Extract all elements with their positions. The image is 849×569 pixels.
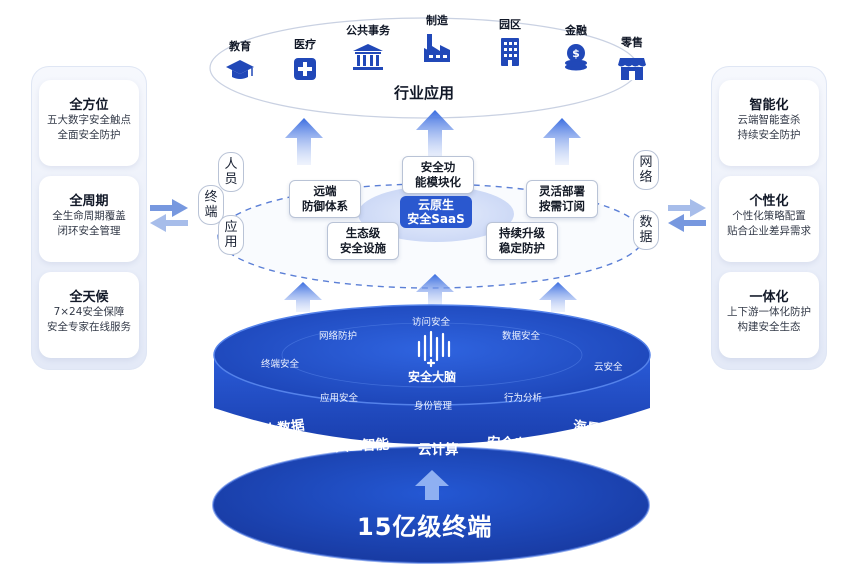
brain-node-terminal: 终端安全 — [261, 359, 300, 370]
brain-node-network: 网络防护 — [319, 331, 358, 342]
graduation-cap-icon — [226, 60, 254, 79]
feature-flexible-deploy: 灵活部署按需订阅 — [526, 180, 598, 218]
shop-icon — [618, 58, 646, 80]
cloud-native-label: 云原生 安全SaaS — [400, 196, 472, 228]
government-building-icon — [353, 44, 383, 70]
touchpoint-application: 应用 — [218, 215, 244, 255]
office-building-icon — [501, 38, 519, 66]
svg-text:$: $ — [572, 47, 580, 60]
drum-ai: 人工智能 — [334, 436, 390, 456]
left-card-comprehensive: 全方位 五大数字安全触点 全面安全防护 — [39, 80, 139, 166]
industry-finance: 金融 $ — [544, 22, 608, 72]
right-card-intelligent: 智能化 云端智能查杀 持续安全防护 — [719, 80, 819, 166]
feature-remote-defense: 远端防御体系 — [289, 180, 361, 218]
base-terminal-count: 15亿级终端 — [357, 513, 493, 541]
industry-park: 园区 — [478, 16, 542, 68]
base-up-arrow — [415, 470, 449, 500]
right-panel: 智能化 云端智能查杀 持续安全防护 个性化 个性化策略配置 贴合企业差异需求 一… — [711, 66, 827, 370]
industry-public-affairs: 公共事务 — [336, 22, 400, 72]
right-card-personalized: 个性化 个性化策略配置 贴合企业差异需求 — [719, 176, 819, 262]
coin-stack-icon: $ — [565, 44, 587, 71]
brain-node-access: 访问安全 — [412, 317, 451, 328]
left-card-lifecycle: 全周期 全生命周期覆盖 闭环安全管理 — [39, 176, 139, 262]
industry-education: 教育 — [208, 38, 272, 82]
medical-cross-icon — [294, 58, 316, 80]
brain-node-cloud: 云安全 — [594, 362, 623, 373]
left-card-allday: 全天候 7×24安全保障 安全专家在线服务 — [39, 272, 139, 358]
industry-medical: 医疗 — [273, 36, 337, 82]
base-disk — [213, 447, 649, 563]
right-double-arrow — [668, 199, 706, 232]
touchpoint-personnel: 人员 — [218, 152, 244, 192]
right-card-integrated: 一体化 上下游一体化防护 构建安全生态 — [719, 272, 819, 358]
touchpoint-terminal: 终端 — [198, 185, 224, 225]
arrows-to-saas — [284, 274, 577, 312]
industry-manufacturing: 制造 — [405, 12, 469, 64]
feature-continuous-upgrade: 持续升级稳定防护 — [486, 222, 558, 260]
brain-logo-icon — [417, 330, 451, 368]
drum-cloud-computing: 云计算 — [418, 442, 459, 458]
brain-title: 安全大脑 — [408, 370, 457, 384]
arrows-to-industry — [285, 110, 581, 165]
industry-retail: 零售 — [600, 34, 664, 82]
touchpoint-network: 网络 — [633, 150, 659, 190]
brain-node-data: 数据安全 — [502, 331, 541, 342]
brain-node-identity: 身份管理 — [414, 401, 453, 412]
brain-node-behavior: 行为分析 — [504, 393, 543, 404]
left-panel: 全方位 五大数字安全触点 全面安全防护 全周期 全生命周期覆盖 闭环安全管理 全… — [31, 66, 147, 370]
feature-eco-facility: 生态级安全设施 — [327, 222, 399, 260]
touchpoint-data: 数据 — [633, 210, 659, 250]
feature-modular: 安全功能模块化 — [402, 156, 474, 194]
factory-icon — [424, 34, 450, 62]
brain-node-app: 应用安全 — [320, 393, 359, 404]
drum-security-experts: 安全专家 — [486, 434, 542, 454]
left-double-arrow — [150, 199, 188, 232]
industry-title: 行业应用 — [394, 84, 455, 102]
